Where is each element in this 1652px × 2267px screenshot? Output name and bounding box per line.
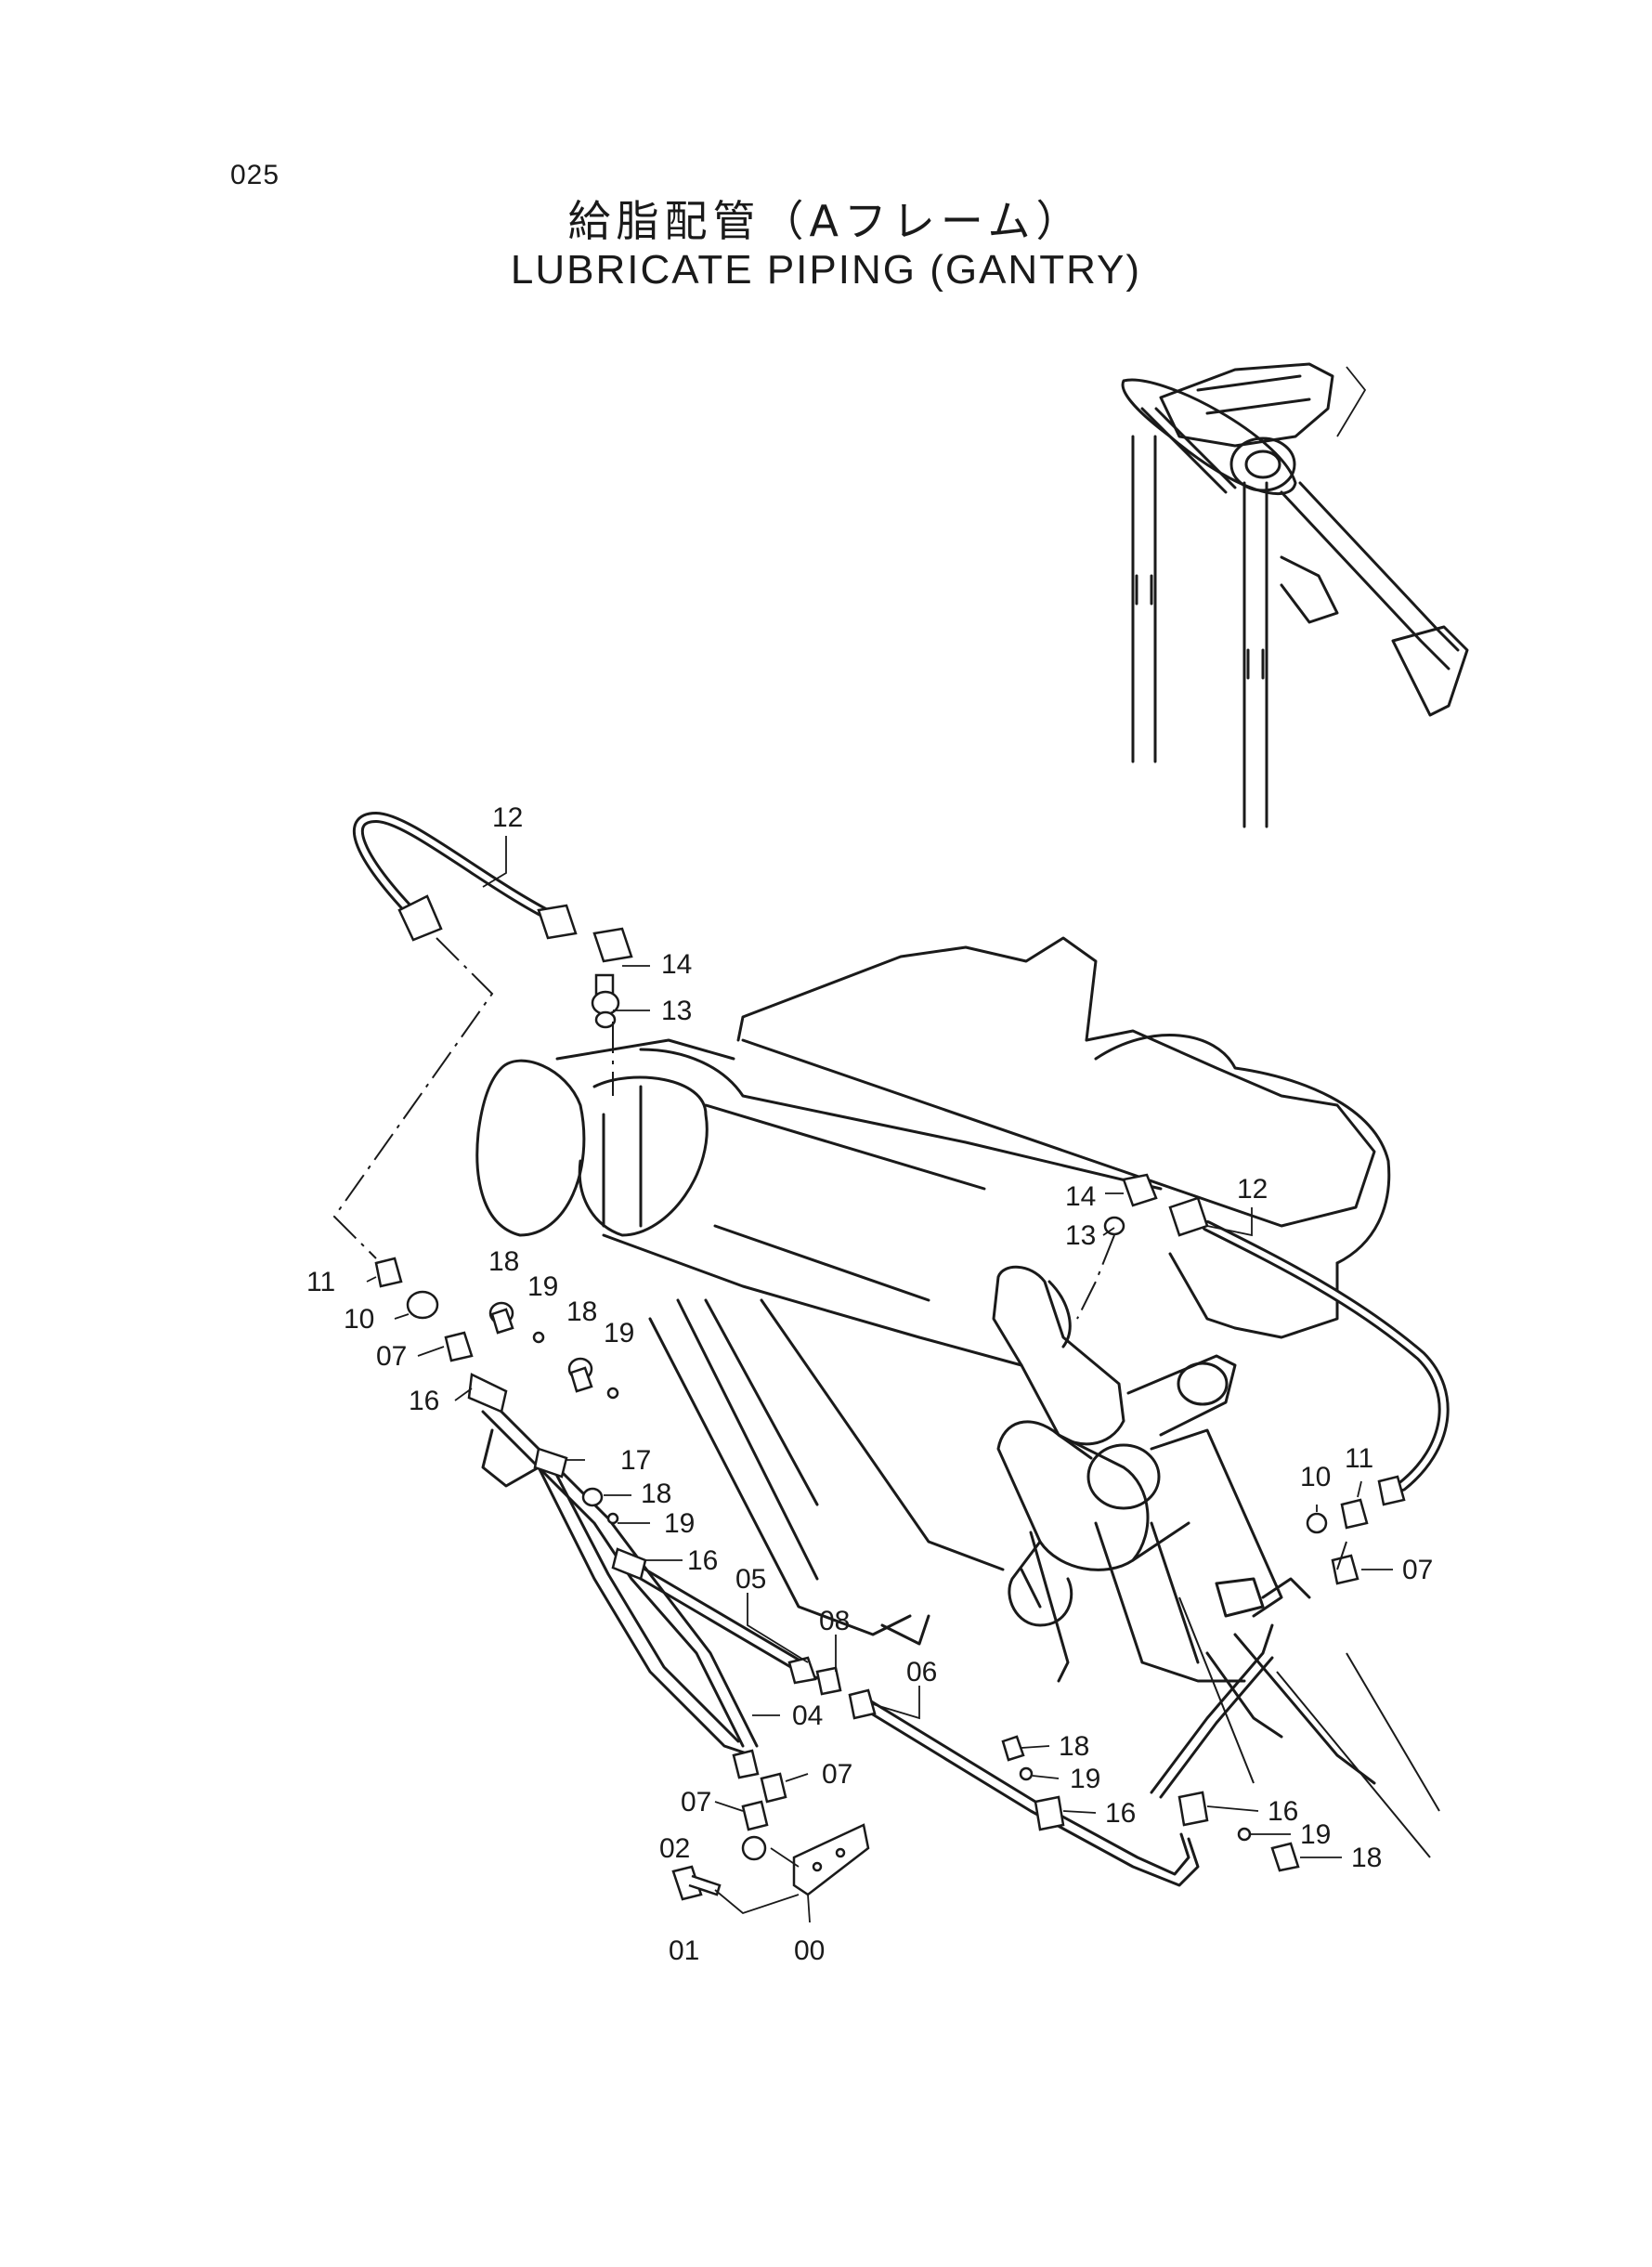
callout-07-c: 07 <box>822 1759 852 1790</box>
fittings <box>374 894 1406 1901</box>
callout-11-right: 11 <box>1345 1443 1373 1474</box>
leader-lines <box>332 937 1347 1923</box>
callout-19-c: 19 <box>664 1508 695 1539</box>
gantry-frame <box>475 936 1440 1858</box>
callout-00: 00 <box>794 1935 825 1966</box>
callout-13-top: 13 <box>661 996 692 1026</box>
callout-18-c: 18 <box>641 1479 671 1509</box>
inset-overview <box>1121 362 1469 828</box>
callout-numbers: 12 14 13 14 13 12 11 10 07 16 18 19 18 1… <box>306 802 1433 1966</box>
callout-10-right: 10 <box>1300 1462 1331 1492</box>
callout-01: 01 <box>669 1935 699 1966</box>
callout-12-right: 12 <box>1237 1174 1268 1205</box>
callout-08: 08 <box>819 1606 850 1636</box>
callout-02: 02 <box>659 1833 690 1864</box>
callout-14-top: 14 <box>661 949 692 980</box>
callout-19-e: 19 <box>1300 1819 1331 1850</box>
title-english: LUBRICATE PIPING (GANTRY) <box>510 247 1142 293</box>
callout-17: 17 <box>620 1445 651 1476</box>
callout-07-right: 07 <box>1402 1555 1433 1585</box>
title-japanese: 給脂配管（Aフレーム） <box>567 196 1085 246</box>
callout-leaders <box>366 836 1393 1858</box>
page-number: 025 <box>230 160 280 190</box>
callout-04: 04 <box>792 1700 823 1731</box>
callout-16-right-a: 16 <box>1105 1798 1136 1829</box>
callout-16-mid: 16 <box>687 1545 718 1576</box>
callout-19-d: 19 <box>1070 1764 1100 1794</box>
callout-07-left: 07 <box>376 1341 407 1372</box>
callout-19-b: 19 <box>604 1318 634 1348</box>
hoses <box>352 811 1450 1887</box>
callout-18-d: 18 <box>1059 1731 1089 1762</box>
callout-16-right-b: 16 <box>1268 1796 1298 1827</box>
callout-18-b: 18 <box>566 1296 597 1327</box>
callout-11-left: 11 <box>306 1267 335 1297</box>
callout-12-top: 12 <box>492 802 523 833</box>
callout-19-a: 19 <box>527 1271 558 1302</box>
callout-16-left: 16 <box>409 1386 439 1416</box>
callout-18-e: 18 <box>1351 1843 1382 1873</box>
callout-13-right: 13 <box>1065 1220 1096 1251</box>
callout-18-a: 18 <box>488 1246 519 1277</box>
callout-05: 05 <box>735 1564 766 1595</box>
callout-14-right: 14 <box>1065 1181 1096 1212</box>
callout-07-b: 07 <box>681 1787 711 1818</box>
callout-10-left: 10 <box>344 1304 374 1335</box>
callout-06: 06 <box>906 1657 937 1687</box>
